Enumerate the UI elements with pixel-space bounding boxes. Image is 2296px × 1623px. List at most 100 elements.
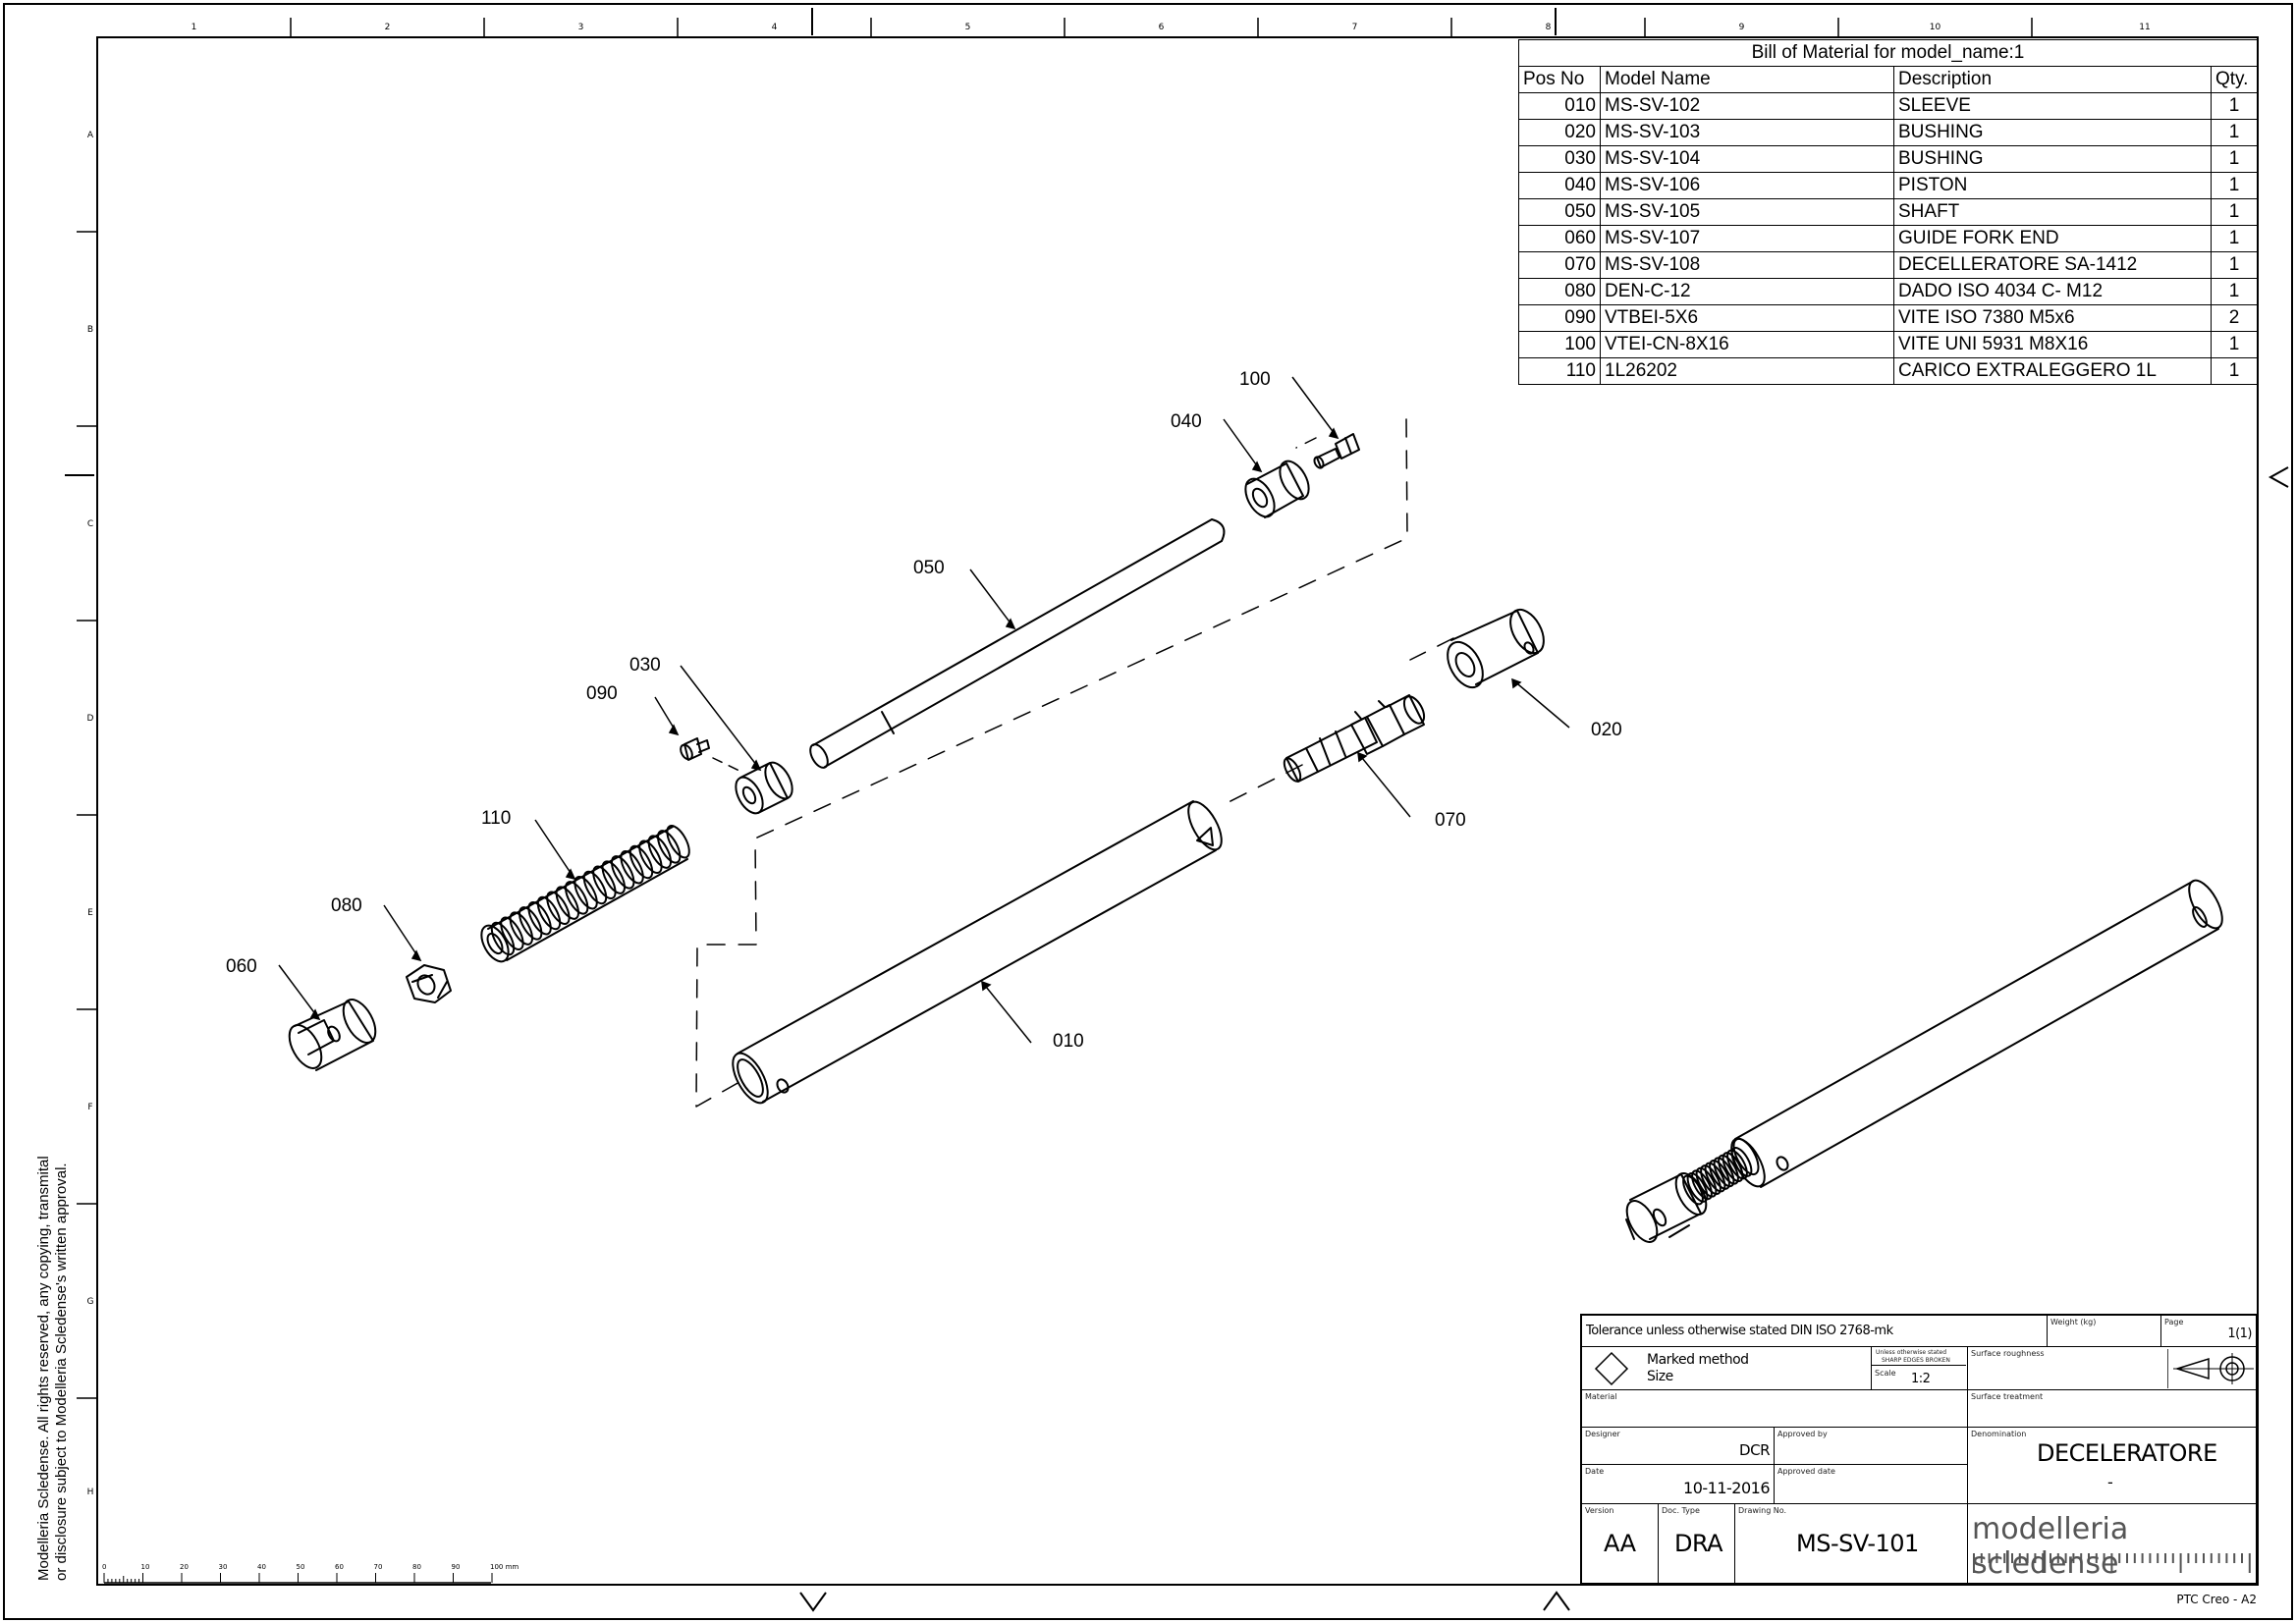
scale-bar-label: 20 [180,1563,189,1571]
designer-value: DCR [1739,1441,1770,1459]
bom-cell-model: MS-SV-103 [1600,119,1894,146]
bom-cell-pos: 110 [1518,357,1601,385]
zone-column-label: 9 [1739,23,1745,32]
bom-cell-model: MS-SV-108 [1600,251,1894,279]
zone-column-label: 7 [1352,23,1358,32]
part-010-sleeve [732,800,1223,1105]
zone-row-label: A [87,131,94,140]
doc-type-label: Doc. Type [1662,1506,1700,1515]
approved-by-label: Approved by [1777,1430,1828,1438]
scale-bar-label: 0 [102,1563,106,1571]
zone-row-label: B [87,325,93,335]
zone-column-label: 1 [191,23,197,32]
zone-column-label: 11 [2139,23,2150,32]
part-080-nut [406,964,452,1003]
page-value: 1(1) [2227,1326,2252,1341]
bom-cell-qty: 1 [2211,225,2258,252]
copyright-line-1: Modelleria Scledense. All rights reserve… [35,1156,52,1581]
marked-method-label: Marked method [1647,1352,1749,1368]
callout-030: 030 [629,655,661,676]
page-label: Page [2164,1318,2184,1326]
denomination-value: DECELERATORE [2037,1439,2217,1467]
scale-bar-label: 40 [257,1563,266,1571]
bom-cell-model: MS-SV-104 [1600,145,1894,173]
marked-method-diamond-icon [1594,1351,1629,1386]
zone-column-label: 5 [965,23,971,32]
callout-110: 110 [481,808,511,829]
part-030-bushing [735,761,793,815]
part-070-decelerator [1283,694,1426,783]
surface-treatment-label: Surface treatment [1971,1392,2044,1401]
bom-cell-desc: BUSHING [1893,119,2212,146]
bom-cell-model: VTEI-CN-8X16 [1600,331,1894,358]
bom-header-model: Model Name [1600,66,1894,93]
projection-symbol-icon [2167,1349,2254,1388]
zone-column-label: 10 [1930,23,1941,32]
bom-cell-model: MS-SV-102 [1600,92,1894,120]
zone-row-label: E [87,908,93,918]
date-label: Date [1585,1467,1605,1476]
bom-cell-desc: CARICO EXTRALEGGERO 1L [1893,357,2212,385]
approved-date-label: Approved date [1777,1467,1835,1476]
bom-cell-desc: DECELLERATORE SA-1412 [1893,251,2212,279]
bom-cell-pos: 010 [1518,92,1601,120]
callout-050: 050 [913,558,945,578]
callout-010: 010 [1053,1031,1084,1052]
title-block: Tolerance unless otherwise stated DIN IS… [1580,1314,2258,1585]
bom-cell-qty: 1 [2211,251,2258,279]
bom-cell-desc: PISTON [1893,172,2212,199]
callout-040: 040 [1171,411,1202,432]
bom-cell-pos: 100 [1518,331,1601,358]
zone-row-label: D [87,714,94,724]
zone-column-label: 6 [1159,23,1165,32]
scale-bar-label: 80 [412,1563,421,1571]
callout-070: 070 [1435,810,1466,831]
size-label: Size [1647,1369,1673,1384]
bom-cell-pos: 040 [1518,172,1601,199]
callout-080: 080 [331,895,362,916]
bom-cell-desc: BUSHING [1893,145,2212,173]
part-110-spring [480,824,690,963]
bom-cell-model: MS-SV-105 [1600,198,1894,226]
scale-bar-label: 90 [452,1563,461,1571]
bom-cell-desc: VITE ISO 7380 M5x6 [1893,304,2212,332]
bom-cell-model: VTBEI-5X6 [1600,304,1894,332]
part-090-screw [680,737,710,761]
bom-cell-pos: 060 [1518,225,1601,252]
bill-of-material-table: Bill of Material for model_name:1 Pos No… [1518,39,2258,385]
assembled-view [1625,879,2223,1243]
scale-bar-label: 50 [297,1563,305,1571]
version-value: AA [1604,1530,1636,1557]
bom-cell-qty: 1 [2211,357,2258,385]
surface-roughness-label: Surface roughness [1971,1349,2045,1358]
callout-060: 060 [226,956,257,977]
date-value: 10-11-2016 [1683,1479,1770,1497]
callout-100: 100 [1239,369,1271,390]
company-logo-text: modelleria scledense [1972,1512,2129,1581]
edges-note-1: Unless otherwise stated [1876,1349,1947,1356]
denomination-label: Denomination [1971,1430,2027,1438]
bom-header-pos: Pos No [1518,66,1601,93]
bom-cell-pos: 090 [1518,304,1601,332]
bom-cell-qty: 1 [2211,92,2258,120]
bom-cell-qty: 1 [2211,278,2258,305]
scale-value: 1:2 [1911,1372,1931,1386]
doc-type-value: DRA [1674,1530,1723,1557]
scale-label: Scale [1875,1369,1896,1378]
scale-bar-label: 10 [141,1563,150,1571]
zone-column-label: 4 [772,23,778,32]
scale-bar-label: 70 [374,1563,383,1571]
bom-cell-desc: VITE UNI 5931 M8X16 [1893,331,2212,358]
bom-cell-pos: 030 [1518,145,1601,173]
copyright-notice: Modelleria Scledense. All rights reserve… [35,1156,71,1581]
